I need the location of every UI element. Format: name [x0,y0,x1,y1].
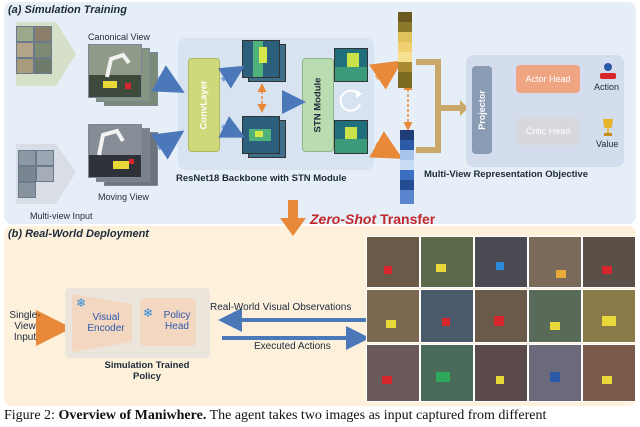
projector-block: Projector [472,66,492,154]
convlayer-block: ConvLayer [188,58,220,152]
transfer-arrow-head [280,218,306,236]
real-world-photo-grid [366,236,636,402]
input-arrow-top [151,65,185,93]
observations-label: Real-World Visual Observations [210,302,352,313]
caption-prefix: Figure 2: [4,408,59,423]
visual-encoder-block [72,294,132,352]
zero-shot-transfer-label: Zero-Shot Transfer [310,211,435,227]
real-world-photo [528,236,582,288]
stn-output-canonical [334,48,368,82]
multiview-input-label: Multi-view Input [30,211,93,221]
snowflake-icon: ❄ [143,306,154,320]
real-world-photo [528,289,582,343]
canonical-view-image [88,44,142,98]
photo-details [382,262,616,384]
transfer-arrow-shaft [288,200,298,220]
view-thumbnail [18,150,36,166]
view-thumbnail [18,166,36,182]
caption-title: Overview of Maniwhere. [58,408,207,423]
moving-view-label: Moving View [98,192,149,202]
panel-b-title: (b) Real-World Deployment [8,228,149,240]
transfer-text: Transfer [380,211,436,227]
backbone-label: ResNet18 Backbone with STN Module [176,173,347,184]
robot-scene [89,52,141,97]
view-thumbnail [16,42,34,58]
view-thumbnail [36,150,54,166]
feature-map-moving [242,116,280,154]
view-thumbnail [34,58,52,74]
input-arrow-bottom [151,130,185,160]
real-world-photo [366,344,420,402]
canonical-view-label: Canonical View [88,32,150,42]
real-world-photo [474,344,528,402]
visual-encoder-label: Visual Encoder [87,312,125,334]
figure-caption: Figure 2: Overview of Maniwhere. The age… [4,408,546,424]
robot-scene [89,128,141,177]
real-world-photo [366,236,420,288]
actor-head-block: Actor Head [516,65,580,93]
caption-text: The agent takes two images as input capt… [206,408,547,423]
executed-actions-label: Executed Actions [254,341,331,352]
view-thumbnail [16,58,34,74]
real-world-photo [366,289,420,343]
representation-vector-top [398,12,412,88]
real-world-photo [420,236,474,288]
robot-icon [600,63,616,79]
snowflake-icon: ❄ [76,296,87,310]
policy-head-block [140,298,196,346]
panel-a-title: (a) Simulation Training [8,4,127,16]
real-world-photo [582,344,636,402]
critic-head-block: Critic Head [516,117,580,145]
view-thumbnail [36,166,54,182]
trophy-icon [603,119,613,136]
view-thumbnail [34,42,52,58]
action-label: Action [594,82,620,92]
objective-label: Multi-View Representation Objective [424,169,589,180]
rotation-icon [339,89,362,112]
trained-policy-label: Simulation Trained Policy [104,360,190,382]
view-thumbnail [16,26,34,42]
feature-map-canonical [242,40,280,78]
real-world-photo [582,236,636,288]
canonical-thumbnails-group [8,18,78,90]
moving-view-image [88,124,142,178]
view-thumbnail [18,182,36,198]
policy-head-label: Policy Head [163,310,191,332]
representation-vector-bottom [400,130,414,204]
view-thumbnail [34,26,52,42]
value-label: Value [596,139,619,149]
moving-thumbnails-group [8,140,78,210]
zero-shot-text: Zero-Shot [310,211,377,227]
stn-output-moving [334,120,368,154]
real-world-photo [420,289,474,343]
single-view-input-label: Single-View Input [9,310,41,343]
